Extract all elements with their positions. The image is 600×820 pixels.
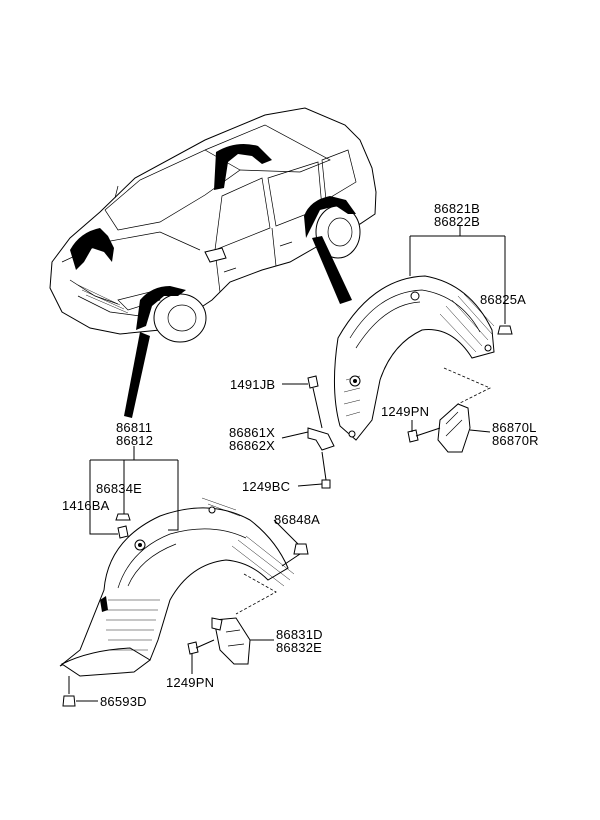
label-rear-liner-1: 86821B <box>434 201 480 216</box>
label-rear-bracket-screw: 1249BC <box>242 479 290 494</box>
front-clip-upper-icon <box>115 513 131 521</box>
label-rear-mudguard-2: 86870R <box>492 433 539 448</box>
label-rear-liner-2: 86822B <box>434 214 480 229</box>
label-front-clip-upper: 86834E <box>96 481 142 496</box>
leader-lines <box>76 226 506 702</box>
rear-wheel-liner <box>333 275 495 441</box>
label-front-liner-1: 86811 <box>116 420 152 435</box>
rear-bolt-icon <box>307 375 323 429</box>
label-front-mudguard-1: 86831D <box>276 627 323 642</box>
label-front-clip-lower: 1416BA <box>62 498 110 513</box>
label-front-bottom-screw: 86593D <box>100 694 147 709</box>
front-clip-lower-icon <box>117 525 129 539</box>
label-rear-clip: 86825A <box>480 292 526 307</box>
label-front-liner-2: 86812 <box>116 433 153 448</box>
rear-mudguard-icon <box>407 367 491 453</box>
label-rear-mudguard-1: 86870L <box>492 420 537 435</box>
front-clip-side-icon <box>281 543 309 567</box>
front-bottom-screw-icon <box>62 676 76 707</box>
front-mudguard-icon <box>187 573 277 665</box>
label-rear-bolt: 1491JB <box>230 377 275 392</box>
rear-clip-icon <box>497 250 513 335</box>
label-rear-mudguard-screw: 1249PN <box>381 404 429 419</box>
label-front-mudguard-2: 86832E <box>276 640 322 655</box>
label-rear-bracket-1: 86861X <box>229 425 275 440</box>
label-rear-bracket-2: 86862X <box>229 438 275 453</box>
label-front-mudguard-screw: 1249PN <box>166 675 214 690</box>
rear-bracket-icon <box>307 427 335 489</box>
vehicle-overview <box>49 107 377 418</box>
front-wheel-liner <box>59 497 295 677</box>
label-front-clip-side: 86848A <box>274 512 320 527</box>
